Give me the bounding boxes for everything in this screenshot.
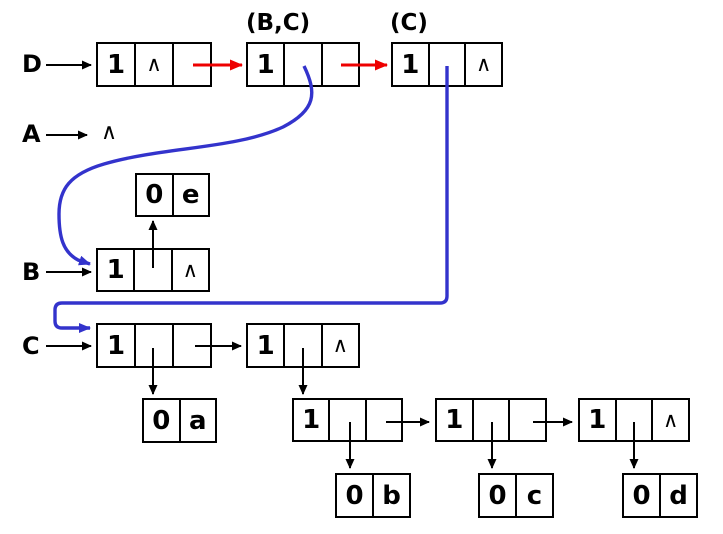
tag-cell: 0 bbox=[137, 175, 174, 215]
data-cell: b bbox=[382, 480, 401, 511]
data-cell: c bbox=[526, 480, 543, 511]
atom-node-d: 0 d bbox=[622, 473, 698, 518]
tag-cell: 1 bbox=[98, 44, 136, 85]
null-symbol-A: ∧ bbox=[101, 120, 118, 145]
tag-cell: 0 bbox=[337, 475, 374, 516]
next-cell: ∧ bbox=[182, 257, 198, 282]
next-cell bbox=[174, 44, 210, 85]
next-cell bbox=[510, 400, 545, 440]
tag-cell: 1 bbox=[294, 400, 331, 440]
tag-cell: 1 bbox=[248, 325, 286, 366]
atom-node-b: 0 b bbox=[335, 473, 411, 518]
tag-cell: 1 bbox=[98, 325, 136, 366]
data-cell: ∧ bbox=[136, 44, 174, 85]
tag-cell: 1 bbox=[98, 250, 136, 290]
data-cell bbox=[430, 44, 467, 85]
tag-cell: 1 bbox=[580, 400, 617, 440]
next-cell: ∧ bbox=[332, 333, 348, 357]
tag-cell: 1 bbox=[248, 44, 286, 85]
tag-cell: 0 bbox=[144, 400, 181, 441]
next-cell: ∧ bbox=[662, 407, 679, 432]
next-cell bbox=[323, 44, 358, 85]
list-node-B-head: 1 ∧ bbox=[96, 248, 210, 292]
list-node-S3: 1 ∧ bbox=[578, 398, 690, 442]
list-node-S2: 1 bbox=[435, 398, 547, 442]
data-cell: d bbox=[669, 480, 688, 511]
label-C-sublist: (C) bbox=[390, 10, 428, 36]
list-node-BC: 1 bbox=[246, 42, 360, 87]
atom-node-c: 0 c bbox=[478, 473, 554, 518]
data-cell bbox=[474, 400, 511, 440]
tag-cell: 1 bbox=[393, 44, 430, 85]
label-A: A bbox=[22, 120, 41, 148]
list-node-C2: 1 ∧ bbox=[246, 323, 360, 368]
data-cell bbox=[330, 400, 367, 440]
atom-node-a: 0 a bbox=[142, 398, 217, 443]
data-cell bbox=[285, 44, 323, 85]
list-node-C-ref: 1 ∧ bbox=[391, 42, 503, 87]
list-node-C1: 1 bbox=[96, 323, 212, 368]
tag-cell: 0 bbox=[624, 475, 661, 516]
data-cell bbox=[285, 325, 323, 366]
tag-cell: 0 bbox=[480, 475, 517, 516]
next-cell: ∧ bbox=[475, 52, 492, 76]
data-cell bbox=[136, 325, 174, 366]
label-D: D bbox=[22, 50, 42, 78]
label-C: C bbox=[22, 332, 40, 360]
data-cell: a bbox=[188, 405, 207, 436]
atom-node-e: 0 e bbox=[135, 173, 210, 217]
blue-pointer-BC-to-B bbox=[57, 65, 314, 266]
next-cell bbox=[174, 325, 210, 366]
next-cell bbox=[367, 400, 401, 440]
data-cell: e bbox=[181, 180, 200, 210]
label-BC-sublist: (B,C) bbox=[246, 10, 311, 36]
list-node-D-head: 1 ∧ bbox=[96, 42, 212, 87]
data-cell bbox=[617, 400, 654, 440]
data-cell bbox=[135, 250, 173, 290]
label-B: B bbox=[22, 258, 41, 286]
list-node-S1: 1 bbox=[292, 398, 403, 442]
tag-cell: 1 bbox=[437, 400, 474, 440]
